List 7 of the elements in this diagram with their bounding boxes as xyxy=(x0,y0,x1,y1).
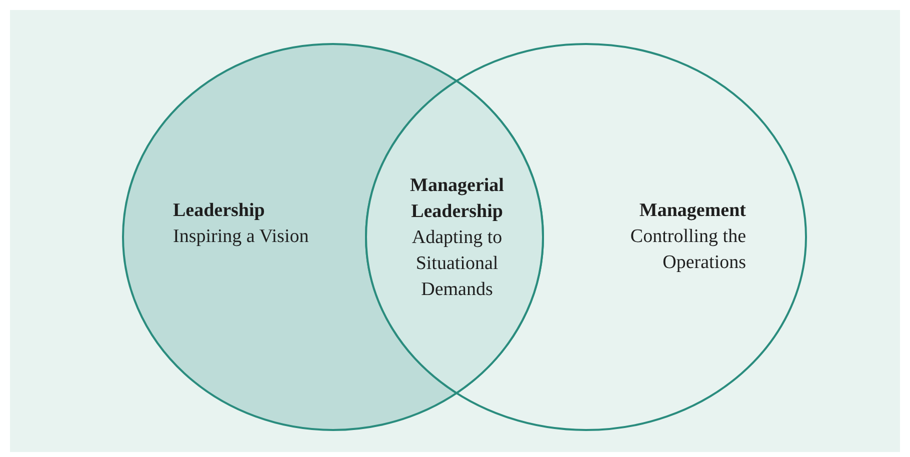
overlap-region xyxy=(366,80,544,394)
node-heading: Managerial Leadership xyxy=(409,174,505,224)
node-description: Controlling the Operations xyxy=(629,225,746,275)
node-heading: Leadership xyxy=(173,199,266,223)
node-description: Adapting to Situational Demands xyxy=(410,226,504,302)
node-heading: Management xyxy=(638,199,746,223)
node-description: Inspiring a Vision xyxy=(173,225,310,249)
